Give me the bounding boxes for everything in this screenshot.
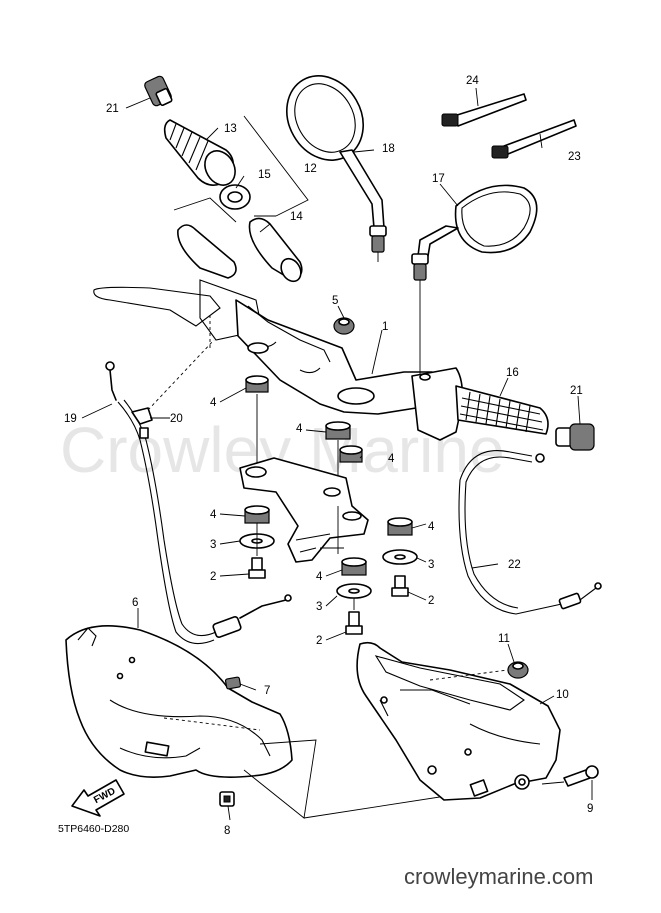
site-url: crowleymarine.com [404, 864, 594, 889]
assembly-line [320, 506, 344, 554]
callout-2: 2 [428, 595, 434, 607]
damper-5[interactable] [333, 317, 355, 335]
damper-4-upper-mid[interactable] [325, 421, 351, 440]
mirror-right-17[interactable] [411, 184, 538, 374]
grommet-11[interactable] [507, 661, 529, 679]
cable-tie-24[interactable] [441, 93, 527, 127]
fwd-arrow-icon: FWD [71, 779, 125, 817]
clip-8[interactable] [219, 791, 235, 807]
callout-3: 3 [316, 601, 322, 613]
callout-2: 2 [316, 635, 322, 647]
damper-4-upper-left[interactable] [245, 375, 269, 393]
damper-4-lower-mid[interactable] [341, 557, 367, 576]
damper-4-lower-right[interactable] [387, 517, 413, 536]
mirror-left-18[interactable] [272, 62, 387, 262]
callouts: 1 2 2 2 3 3 3 4 4 4 4 4 4 5 6 7 8 9 10 1… [64, 75, 593, 837]
callout-24: 24 [466, 75, 479, 87]
handlebar[interactable] [235, 299, 464, 441]
cable-guide-dash [147, 339, 215, 411]
damper-4-upper-right[interactable] [339, 445, 363, 463]
callout-5: 5 [332, 295, 338, 307]
callout-16: 16 [506, 367, 519, 379]
front-cover-6[interactable] [65, 624, 293, 778]
callout-22: 22 [508, 559, 521, 571]
cable-22[interactable] [458, 450, 602, 615]
screw-9[interactable] [541, 765, 599, 787]
bolt-2-left[interactable] [248, 523, 266, 579]
grip-end-right[interactable] [555, 423, 595, 451]
callout-3: 3 [428, 559, 434, 571]
callout-21: 21 [106, 103, 119, 115]
grip-end-left[interactable] [143, 75, 173, 107]
callout-1: 1 [382, 321, 388, 333]
bracket-12b [173, 197, 276, 223]
cable-tie-23[interactable] [491, 119, 577, 159]
callout-6: 6 [132, 597, 138, 609]
clamp-20[interactable] [131, 407, 153, 439]
callout-7: 7 [264, 685, 270, 697]
rear-cover-10[interactable] [356, 641, 561, 801]
washer-3-right[interactable] [382, 549, 418, 565]
damper-4-lower-left[interactable] [244, 505, 270, 524]
callout-4: 4 [428, 521, 435, 533]
callout-14: 14 [290, 211, 303, 223]
callout-4: 4 [210, 397, 217, 409]
callout-23: 23 [568, 151, 581, 163]
callout-19: 19 [64, 413, 77, 425]
washer-3-mid[interactable] [336, 583, 372, 599]
callout-15: 15 [258, 169, 271, 181]
washer-15[interactable] [219, 184, 251, 210]
callout-20: 20 [170, 413, 183, 425]
callout-4: 4 [210, 509, 217, 521]
callout-11: 11 [498, 633, 510, 645]
grip-14-inner[interactable] [177, 217, 305, 284]
callout-18: 18 [382, 143, 395, 155]
throttle-grip-right[interactable] [455, 385, 549, 435]
callout-10: 10 [556, 689, 569, 701]
callout-12: 12 [304, 163, 317, 175]
cable-19[interactable] [105, 361, 292, 645]
clip-7[interactable] [224, 676, 242, 690]
callout-17: 17 [432, 173, 445, 185]
callout-9: 9 [587, 803, 593, 815]
callout-3: 3 [210, 539, 216, 551]
bolt-2-right[interactable] [391, 575, 409, 597]
diagram-code: 5TP6460-D280 [58, 823, 129, 835]
callout-8: 8 [224, 825, 230, 837]
leader-lines [81, 87, 593, 821]
grip-left[interactable] [163, 119, 241, 191]
callout-4: 4 [388, 453, 395, 465]
callout-21: 21 [570, 385, 583, 397]
callout-4: 4 [316, 571, 323, 583]
stem-bracket[interactable] [239, 457, 369, 563]
cover-connector-lines [243, 739, 317, 819]
bracket-12 [243, 115, 309, 217]
callout-13: 13 [224, 123, 237, 135]
callout-4: 4 [296, 423, 303, 435]
callout-2: 2 [210, 571, 216, 583]
bolt-2-mid[interactable] [345, 598, 363, 635]
